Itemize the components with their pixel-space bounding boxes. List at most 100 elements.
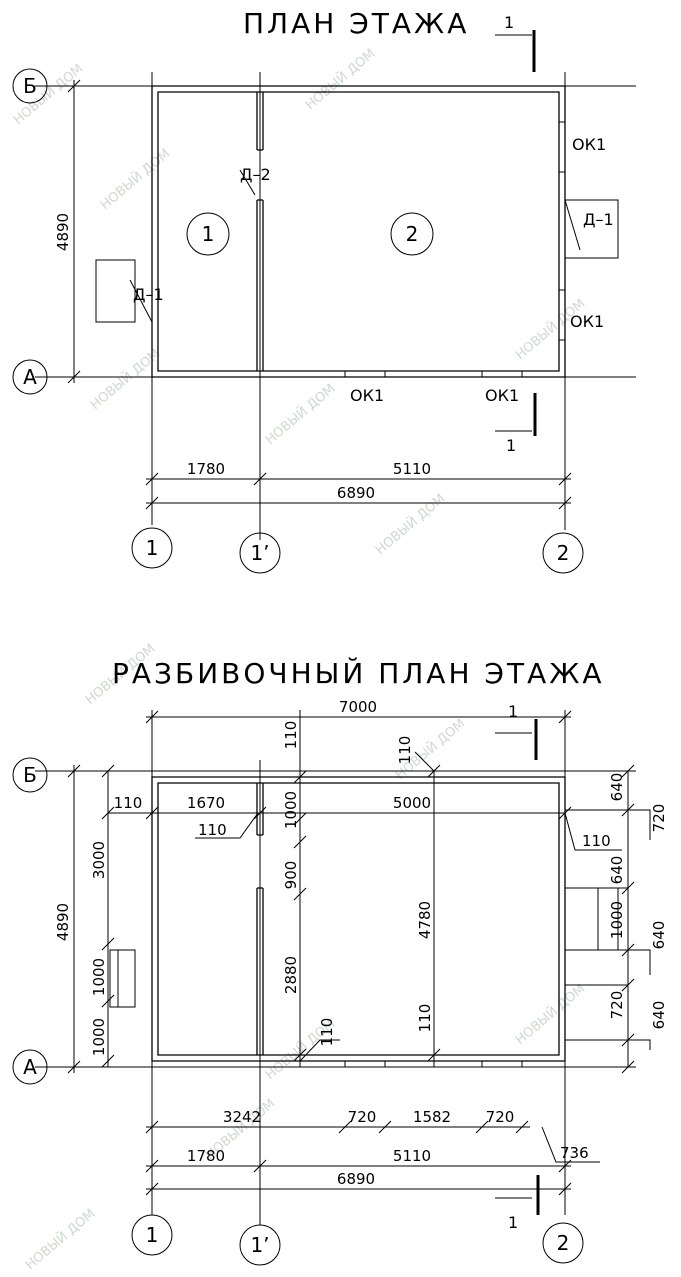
right-porch <box>565 199 619 259</box>
dim-bottom-736: 736 <box>560 1144 589 1162</box>
axis-label-b-2: Б <box>23 763 37 787</box>
dim-inner-110-left: 110 <box>198 821 227 839</box>
leader-mid-110 <box>414 751 435 772</box>
room-2-number: 2 <box>406 222 419 246</box>
dim-right-leaders <box>628 809 651 1050</box>
dim-left-5000: 5000 <box>393 794 431 812</box>
axis-bubble-a <box>12 359 48 395</box>
dim-left-span: 1780 <box>187 460 225 478</box>
partition-bottom-2 <box>256 887 264 1055</box>
dim-inner-110-right: 110 <box>582 832 611 850</box>
dim-right-640d: 640 <box>650 1001 668 1030</box>
dim-bottom-720b: 720 <box>486 1108 515 1126</box>
dim-right-640b: 640 <box>608 856 626 885</box>
dim-line-total <box>145 496 572 510</box>
axis-bubble-1 <box>131 527 173 569</box>
dim-total-2: 6890 <box>337 1170 375 1188</box>
axis-label-b: Б <box>23 74 37 98</box>
door-d1-right-label: Д–1 <box>583 210 614 229</box>
axis-label-a: А <box>23 365 37 389</box>
dim-center-4780: 4780 <box>416 901 434 939</box>
axis-bubble-1p <box>239 532 281 574</box>
dim-height-2-text: 4890 <box>54 903 72 941</box>
room-1-marker <box>186 212 230 256</box>
partition-top-2 <box>256 783 264 836</box>
door-d1-left-swing <box>129 279 153 323</box>
leader-bottom-736 <box>541 1126 600 1163</box>
leader-inner-110-right <box>564 812 622 851</box>
dim-bottom-1582: 1582 <box>413 1108 451 1126</box>
dim-inner-1000: 1000 <box>282 791 300 829</box>
room-2-marker <box>390 212 434 256</box>
dim-right-span: 5110 <box>393 460 431 478</box>
dim-right-720b: 720 <box>608 991 626 1020</box>
section-mark-bottom: 1 <box>506 436 516 455</box>
floor-plan-1: ПЛАН ЭТАЖА 1 1 2 Д–2 Д <box>12 7 636 574</box>
axis-label-1: 1 <box>146 536 159 560</box>
section-mark-top-2: 1 <box>508 702 518 721</box>
dim-right-720a: 720 <box>650 804 668 833</box>
dim-ticks-300 <box>293 770 307 1062</box>
axis-bubble-2-2 <box>542 1222 584 1264</box>
axis-label-1p: 1’ <box>250 541 269 565</box>
dim-right-640a: 640 <box>608 773 626 802</box>
axis-label-a-2: А <box>23 1055 37 1079</box>
axis-bubble-b-2 <box>12 757 48 793</box>
axis-bubble-2 <box>542 532 584 574</box>
partition-top <box>256 92 264 151</box>
inner-wall <box>157 91 560 372</box>
axis-bubble-1p-2 <box>239 1224 281 1266</box>
dim-total: 6890 <box>337 484 375 502</box>
dim-left-3000: 3000 <box>90 841 108 879</box>
dim-top-total: 7000 <box>339 698 377 716</box>
door-d2-label: Д–2 <box>240 165 271 184</box>
dim-line-interior <box>101 806 572 820</box>
dim-left-1000b: 1000 <box>90 1018 108 1056</box>
dim-line-spans-2 <box>145 1159 572 1173</box>
window-ok1-top-label: ОК1 <box>572 135 606 154</box>
watermark-text: НОВЫЙ ДОМ <box>302 46 378 113</box>
dim-left-span-2: 1780 <box>187 1147 225 1165</box>
dim-right-640c: 640 <box>650 921 668 950</box>
window-ok1-bottom-a-label: ОК1 <box>350 386 384 405</box>
window-ok1-bottom-b-label: ОК1 <box>485 386 519 405</box>
dim-bottom-windows-line <box>145 1120 530 1134</box>
dim-right-lines <box>565 771 629 1067</box>
axis-label-2-2: 2 <box>557 1231 570 1255</box>
axis-label-2: 2 <box>557 541 570 565</box>
dim-mid-110: 110 <box>396 736 414 765</box>
left-porch <box>95 259 136 323</box>
dim-left-110: 110 <box>114 794 143 812</box>
room-1-number: 1 <box>202 222 215 246</box>
dim-bottom-3242: 3242 <box>223 1108 261 1126</box>
watermark-text: НОВЫЙ ДОМ <box>372 491 448 558</box>
left-porch-2 <box>109 949 136 1008</box>
dim-left-1670: 1670 <box>187 794 225 812</box>
dim-height <box>67 79 81 384</box>
axis-label-1-2: 1 <box>146 1223 159 1247</box>
axis-bubble-b <box>12 68 48 104</box>
dim-bottom-720a: 720 <box>348 1108 377 1126</box>
watermark-text: НОВЫЙ ДОМ <box>97 146 173 213</box>
leader-inner-110-left <box>195 812 259 839</box>
d2-leader <box>239 169 256 196</box>
axis-bubble-1-2 <box>131 1214 173 1256</box>
windows-right <box>559 121 565 341</box>
door-d1-left-label: Д–1 <box>133 285 164 304</box>
axis-bubble-a-2 <box>12 1049 48 1085</box>
plan1-title: ПЛАН ЭТАЖА <box>243 7 469 40</box>
axis-label-1p-2: 1’ <box>250 1233 269 1257</box>
section-mark-bottom-2: 1 <box>508 1213 518 1232</box>
inner-wall-2 <box>157 782 560 1056</box>
dim-mid-2880: 2880 <box>282 956 300 994</box>
dim-height-text: 4890 <box>54 213 72 251</box>
dim-right-span-2: 5110 <box>393 1147 431 1165</box>
outer-wall <box>151 85 566 378</box>
watermark-text: НОВЫЙ ДОМ <box>262 381 338 448</box>
windows-bottom <box>344 371 523 377</box>
dim-mid-900: 900 <box>282 861 300 890</box>
dim-ticks-108 <box>101 764 115 1068</box>
dim-top-110: 110 <box>282 721 300 750</box>
door-d1-right-swing <box>564 199 581 251</box>
